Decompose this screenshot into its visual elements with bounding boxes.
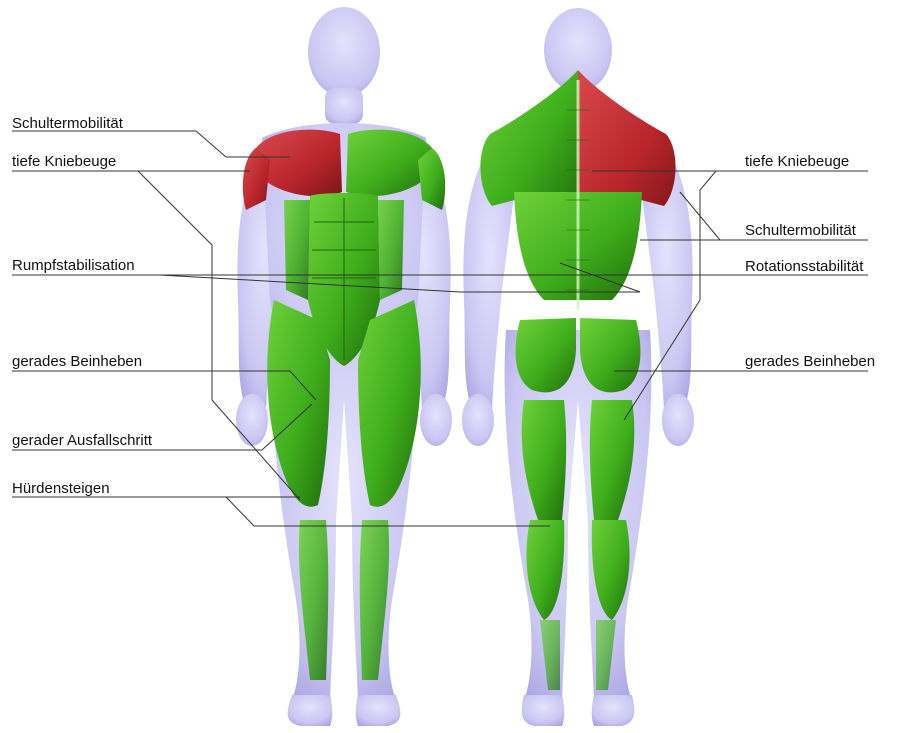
label-right-rotary-stability: Rotationsstabilität bbox=[745, 258, 863, 276]
label-left-shoulder-mobility: Schultermobilität bbox=[12, 115, 123, 133]
front-left-thigh bbox=[267, 300, 330, 507]
back-left-glute bbox=[516, 318, 576, 392]
front-right-thigh bbox=[358, 300, 421, 507]
label-left-inline-lunge: gerader Ausfallschritt bbox=[12, 432, 152, 450]
label-right-leg-raise: gerades Beinheben bbox=[745, 353, 875, 371]
label-right-shoulder-mobility: Schultermobilität bbox=[745, 222, 856, 240]
label-right-deep-squat: tiefe Kniebeuge bbox=[745, 153, 849, 171]
label-left-leg-raise: gerades Beinheben bbox=[12, 353, 142, 371]
label-left-hurdle-step: Hürdensteigen bbox=[12, 480, 110, 498]
label-left-trunk-stability: Rumpfstabilisation bbox=[12, 257, 135, 275]
back-right-glute bbox=[580, 318, 640, 392]
label-left-deep-squat: tiefe Kniebeuge bbox=[12, 153, 116, 171]
